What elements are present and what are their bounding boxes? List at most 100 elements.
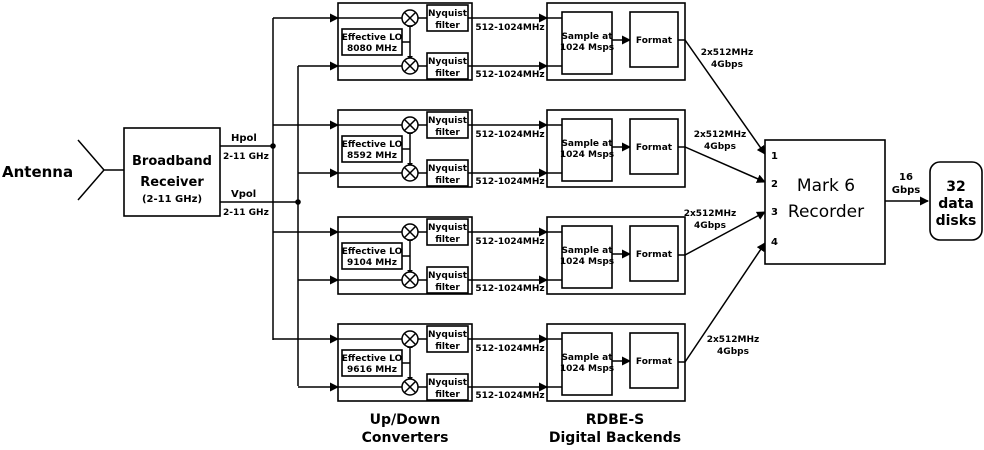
lo-feed bbox=[402, 131, 411, 166]
mark6-recorder: Mark 6 Recorder 1 2 3 4 bbox=[764, 139, 886, 265]
vpol-range: 2-11 GHz bbox=[223, 208, 269, 218]
svg-text:1024 Msps: 1024 Msps bbox=[560, 364, 614, 374]
svg-text:filter: filter bbox=[435, 69, 460, 79]
lo-label: Effective LO bbox=[342, 354, 403, 364]
lo-frequency: 9616 MHz bbox=[347, 365, 397, 375]
mixer-icon bbox=[401, 330, 419, 348]
lo-box bbox=[341, 135, 403, 163]
format-box: Format bbox=[629, 225, 679, 282]
link-rate-label-2: 4Gbps bbox=[711, 60, 743, 70]
if-band-label: 512-1024MHz bbox=[475, 70, 544, 80]
svg-text:(2-11 GHz): (2-11 GHz) bbox=[142, 194, 202, 205]
antenna-label: Antenna bbox=[2, 163, 73, 181]
svg-text:filter: filter bbox=[435, 235, 460, 245]
nyquist-filter: Nyquist filter bbox=[426, 52, 469, 80]
if-band-label: 512-1024MHz bbox=[475, 177, 544, 187]
if-band-label: 512-1024MHz bbox=[475, 130, 544, 140]
nyquist-filter: Nyquist filter bbox=[426, 373, 469, 401]
vpol-label: Vpol bbox=[231, 189, 256, 200]
mixer-icon bbox=[401, 164, 419, 182]
svg-text:Recorder: Recorder bbox=[788, 202, 864, 222]
hpol-junction bbox=[270, 143, 276, 149]
if-band-label: 512-1024MHz bbox=[475, 391, 544, 401]
svg-text:Nyquist: Nyquist bbox=[428, 57, 468, 67]
svg-text:Mark 6: Mark 6 bbox=[797, 176, 855, 196]
mixer-icon bbox=[401, 378, 419, 396]
output-rate: 16 bbox=[899, 172, 913, 183]
svg-text:filter: filter bbox=[435, 342, 460, 352]
svg-text:Format: Format bbox=[636, 250, 673, 260]
svg-text:Format: Format bbox=[636, 357, 673, 367]
nyquist-filter: Nyquist filter bbox=[426, 159, 469, 187]
converters-section-label: Up/Down bbox=[370, 412, 441, 428]
format-box: Format bbox=[629, 11, 679, 68]
recorder-link-arrow bbox=[678, 146, 766, 183]
mixer-icon bbox=[401, 271, 419, 289]
svg-text:Nyquist: Nyquist bbox=[428, 378, 468, 388]
mixer-icon bbox=[401, 9, 419, 27]
nyquist-filter: Nyquist filter bbox=[426, 266, 469, 294]
link-rate-label: 2x512MHz bbox=[707, 335, 760, 345]
hpol-label: Hpol bbox=[231, 133, 257, 144]
svg-text:filter: filter bbox=[435, 128, 460, 138]
format-box: Format bbox=[629, 332, 679, 389]
svg-text:Broadband: Broadband bbox=[132, 154, 212, 169]
link-rate-label-2: 4Gbps bbox=[694, 221, 726, 231]
converters-section-label-2: Converters bbox=[362, 430, 449, 446]
svg-text:disks: disks bbox=[936, 213, 977, 229]
link-rate-label: 2x512MHz bbox=[694, 130, 747, 140]
mixer-icon bbox=[401, 57, 419, 75]
svg-text:filter: filter bbox=[435, 283, 460, 293]
vpol-junction bbox=[295, 199, 301, 205]
lo-feed bbox=[402, 238, 411, 273]
svg-text:Nyquist: Nyquist bbox=[428, 271, 468, 281]
svg-text:Nyquist: Nyquist bbox=[428, 9, 468, 19]
nyquist-filter: Nyquist filter bbox=[426, 4, 469, 32]
svg-text:filter: filter bbox=[435, 390, 460, 400]
svg-text:Sample at: Sample at bbox=[561, 246, 613, 256]
svg-text:Sample at: Sample at bbox=[561, 32, 613, 42]
svg-text:1024 Msps: 1024 Msps bbox=[560, 257, 614, 267]
link-rate-label-2: 4Gbps bbox=[717, 347, 749, 357]
recorder-link-arrow bbox=[678, 39, 766, 155]
lo-frequency: 8080 MHz bbox=[347, 44, 397, 54]
link-rate-label: 2x512MHz bbox=[684, 209, 737, 219]
format-box: Format bbox=[629, 118, 679, 175]
svg-text:1024 Msps: 1024 Msps bbox=[560, 150, 614, 160]
svg-text:Format: Format bbox=[636, 143, 673, 153]
svg-text:Receiver: Receiver bbox=[140, 175, 204, 190]
recorder-input-1: 1 bbox=[771, 151, 778, 162]
svg-text:data: data bbox=[938, 196, 974, 212]
nyquist-filter: Nyquist filter bbox=[426, 111, 469, 139]
lo-frequency: 9104 MHz bbox=[347, 258, 397, 268]
svg-text:Sample at: Sample at bbox=[561, 139, 613, 149]
recorder-input-3: 3 bbox=[771, 207, 778, 218]
output-rate-unit: Gbps bbox=[892, 185, 921, 196]
lo-feed bbox=[402, 24, 411, 59]
svg-text:Sample at: Sample at bbox=[561, 353, 613, 363]
if-band-label: 512-1024MHz bbox=[475, 237, 544, 247]
svg-text:32: 32 bbox=[946, 179, 965, 195]
svg-text:filter: filter bbox=[435, 21, 460, 31]
if-band-label: 512-1024MHz bbox=[475, 344, 544, 354]
svg-text:Nyquist: Nyquist bbox=[428, 164, 468, 174]
svg-text:Nyquist: Nyquist bbox=[428, 116, 468, 126]
svg-text:Format: Format bbox=[636, 36, 673, 46]
lo-box bbox=[341, 349, 403, 377]
recorder-link-arrow bbox=[678, 242, 766, 363]
broadband-receiver: Broadband Receiver (2-11 GHz) bbox=[123, 127, 221, 217]
svg-text:filter: filter bbox=[435, 176, 460, 186]
backends-section-label: RDBE-S bbox=[586, 412, 645, 428]
lo-label: Effective LO bbox=[342, 140, 403, 150]
antenna-icon bbox=[77, 139, 124, 201]
recorder-link-arrow bbox=[678, 211, 766, 256]
lo-label: Effective LO bbox=[342, 33, 403, 43]
